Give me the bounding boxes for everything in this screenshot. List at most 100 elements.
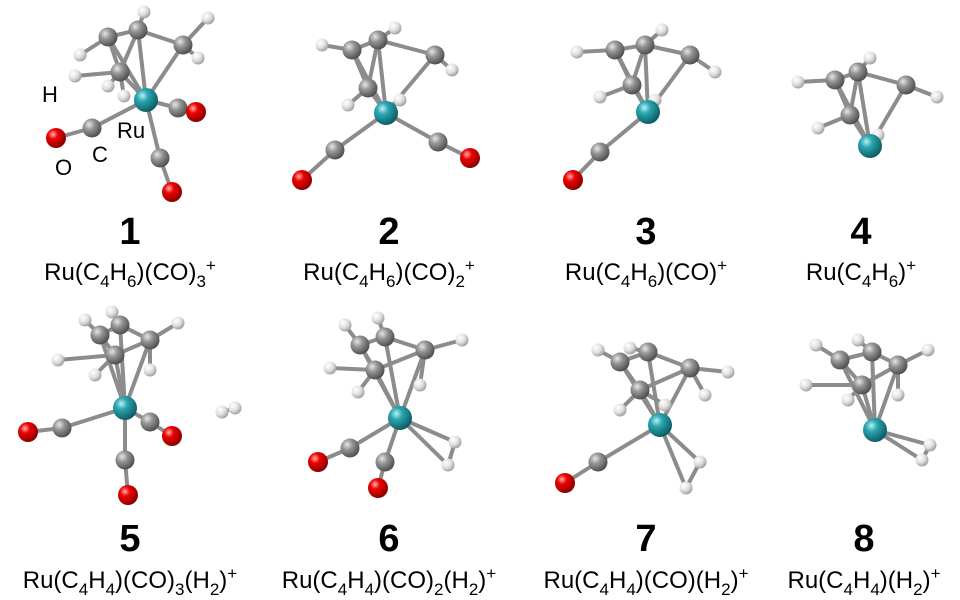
- carbon-atom: [610, 352, 630, 372]
- structure-formula-5: Ru(C4H4)(CO)3(H2)+: [23, 564, 238, 599]
- oxygen-atom: [162, 182, 182, 202]
- bond: [646, 350, 662, 427]
- hydrogen-atom: [215, 405, 229, 419]
- ruthenium-atom: [374, 101, 398, 125]
- structure-formula-3: Ru(C4H6)(CO)+: [565, 256, 727, 291]
- oxygen-atom: [292, 170, 312, 190]
- carbon-atom: [680, 358, 700, 378]
- molecules-layer: [18, 5, 944, 505]
- hydrogen-atom: [591, 343, 605, 357]
- structure-formula-6: Ru(C4H4)(CO)2(H2)+: [282, 564, 497, 599]
- structure-number-6: 6: [378, 518, 399, 560]
- bond: [383, 335, 402, 420]
- molecule-3: [563, 23, 722, 190]
- carbon-atom: [150, 148, 170, 168]
- ruthenium-atom: [648, 413, 672, 437]
- hydrogen-atom: [930, 90, 944, 104]
- ruthenium-atom: [858, 134, 882, 158]
- structure-formula-2: Ru(C4H6)(CO)2+: [303, 256, 475, 291]
- oxygen-atom: [186, 102, 206, 122]
- carbon-atom: [638, 342, 658, 362]
- hydrogen-atom: [679, 481, 693, 495]
- bond: [398, 348, 427, 420]
- carbon-atom: [590, 142, 610, 162]
- oxygen-atom: [46, 128, 66, 148]
- bond: [838, 358, 877, 432]
- carbon-atom: [605, 40, 625, 60]
- hydrogen-atom: [51, 353, 65, 367]
- hydrogen-atom: [351, 385, 365, 399]
- carbon-atom: [840, 105, 860, 125]
- carbon-atom: [630, 380, 650, 400]
- carbon-atom: [425, 45, 445, 65]
- hydrogen-atom: [88, 368, 102, 382]
- carbon-atom: [115, 450, 135, 470]
- hydrogen-atom: [228, 401, 242, 415]
- carbon-atom: [168, 98, 188, 118]
- oxygen-atom: [308, 452, 328, 472]
- carbon-atom: [52, 418, 72, 438]
- carbon-atom: [342, 40, 362, 60]
- hydrogen-atom: [593, 90, 607, 104]
- atom-label-c: C: [92, 142, 108, 167]
- hydrogen-atom: [393, 93, 407, 107]
- oxygen-atom: [368, 478, 388, 498]
- atom-label-o: O: [55, 155, 72, 180]
- hydrogen-atom: [863, 51, 877, 65]
- carbon-atom: [350, 335, 370, 355]
- bond: [596, 423, 662, 464]
- hydrogen-atom: [338, 318, 352, 332]
- oxygen-atom: [460, 148, 480, 168]
- structure-number-4: 4: [850, 211, 871, 253]
- hydrogen-atom: [811, 121, 825, 135]
- hydrogen-atom: [851, 333, 865, 347]
- structure-number-1: 1: [119, 211, 140, 253]
- ruthenium-atom: [636, 100, 660, 124]
- hydrogen-atom: [708, 65, 722, 79]
- carbon-atom: [862, 342, 882, 362]
- oxygen-atom: [555, 473, 575, 493]
- carbon-atom: [340, 438, 360, 458]
- carbon-atom: [325, 140, 345, 160]
- carbon-atom: [110, 62, 130, 82]
- carbon-atom: [98, 27, 118, 47]
- hydrogen-atom: [613, 403, 627, 417]
- hydrogen-atom: [809, 338, 823, 352]
- carbon-atom: [368, 30, 388, 50]
- ruthenium-atom: [134, 88, 158, 112]
- structure-number-8: 8: [853, 518, 874, 560]
- hydrogen-atom: [137, 5, 151, 19]
- hydrogen-atom: [623, 341, 637, 355]
- hydrogen-atom: [698, 388, 712, 402]
- carbon-atom: [896, 75, 916, 95]
- structure-number-5: 5: [119, 518, 140, 560]
- hydrogen-atom: [388, 21, 402, 35]
- carbon-atom: [825, 70, 845, 90]
- carbon-atom: [365, 360, 385, 380]
- hydrogen-atom: [73, 48, 87, 62]
- hydrogen-atom: [201, 11, 215, 25]
- carbon-atom: [622, 75, 642, 95]
- ruthenium-atom: [113, 396, 137, 420]
- hydrogen-atom: [455, 333, 469, 347]
- carbon-atom: [82, 118, 102, 138]
- hydrogen-atom: [445, 63, 459, 77]
- carbon-atom: [680, 45, 700, 65]
- hydrogen-atom: [721, 365, 735, 379]
- hydrogen-atom: [191, 51, 205, 65]
- hydrogen-atom: [78, 313, 92, 327]
- hydrogen-atom: [143, 363, 157, 377]
- oxygen-atom: [118, 485, 138, 505]
- hydrogen-atom: [915, 453, 929, 467]
- hydrogen-atom: [105, 305, 119, 319]
- hydrogen-atom: [921, 343, 935, 357]
- hydrogen-atom: [791, 75, 805, 89]
- hydrogen-atom: [448, 435, 462, 449]
- bond: [376, 38, 388, 115]
- carbon-atom: [173, 35, 193, 55]
- carbon-atom: [888, 355, 908, 375]
- oxygen-atom: [162, 426, 182, 446]
- carbon-atom: [635, 35, 655, 55]
- bond: [376, 38, 437, 57]
